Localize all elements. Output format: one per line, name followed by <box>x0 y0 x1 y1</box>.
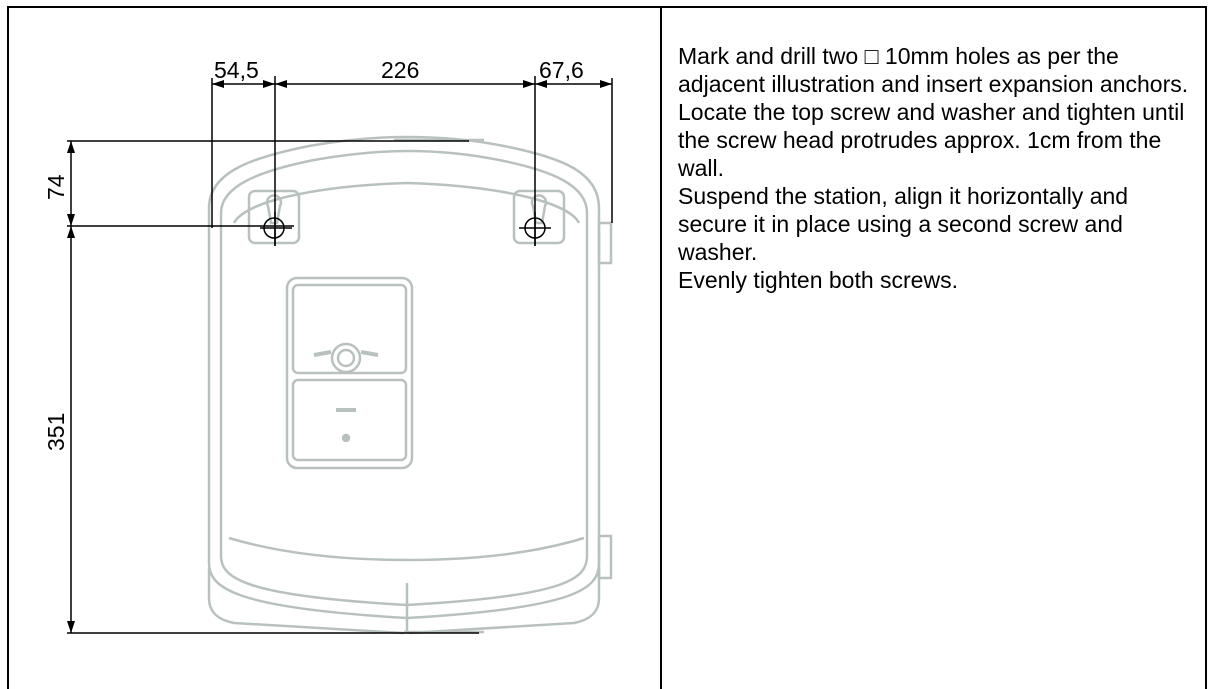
instruction-step: Mark and drill two □ 10mm holes as per t… <box>678 43 1189 97</box>
mounting-diagram: 54,5 226 67,6 74 351 <box>43 57 613 635</box>
dimension-lines <box>67 76 613 634</box>
instruction-step: Suspend the station, align it horizontal… <box>678 183 1129 265</box>
dim-left-offset: 54,5 <box>214 57 259 83</box>
table-frame <box>7 6 1207 689</box>
dim-bottom-height: 351 <box>43 413 69 451</box>
dim-top-offset: 74 <box>43 174 69 200</box>
dim-right-offset: 67,6 <box>539 57 584 83</box>
dim-hole-spacing: 226 <box>381 57 419 83</box>
instruction-step: Evenly tighten both screws. <box>678 267 958 293</box>
device-housing <box>207 135 613 635</box>
instruction-step: Locate the top screw and washer and tigh… <box>678 99 1185 181</box>
column-divider <box>660 6 662 689</box>
instruction-list: Mark and drill two □ 10mm holes as per t… <box>678 42 1203 294</box>
